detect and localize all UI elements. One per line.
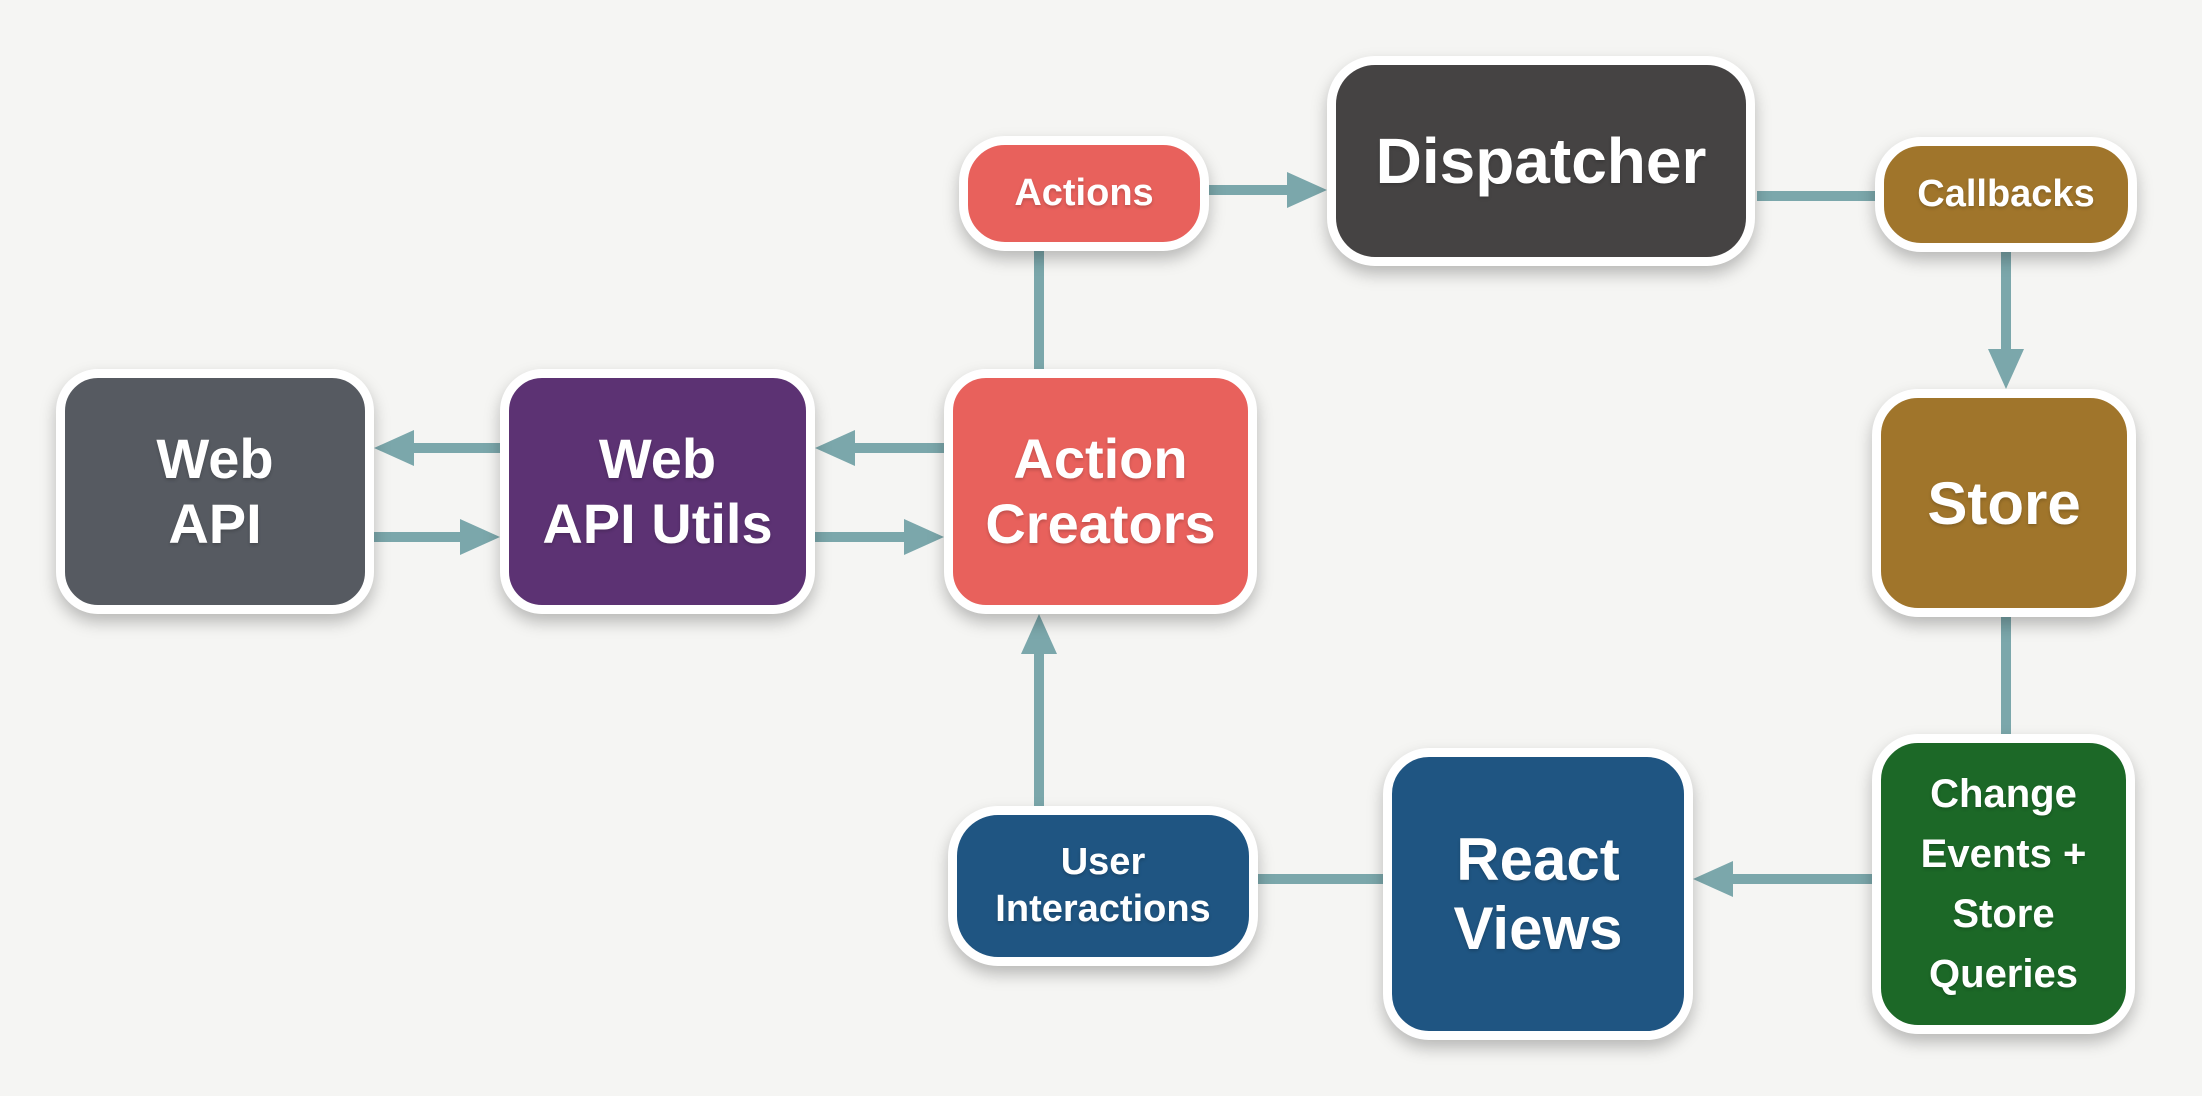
- arrowhead-up-icon: [1021, 614, 1057, 654]
- node-change-events-store-queries: Change Events + Store Queries: [1872, 734, 2135, 1034]
- edge-line: [1034, 654, 1044, 806]
- edge-line: [414, 443, 500, 453]
- node-action-creators: Action Creators: [944, 369, 1257, 614]
- edge-line: [815, 532, 904, 542]
- node-web-api-label: Web API: [156, 427, 274, 555]
- node-callbacks: Callbacks: [1875, 137, 2137, 252]
- node-react-views: React Views: [1383, 748, 1693, 1040]
- edge-line: [1733, 874, 1872, 884]
- edge-line: [1209, 185, 1287, 195]
- node-web-api-utils-label: Web API Utils: [542, 427, 773, 555]
- edge-line: [2001, 252, 2011, 349]
- node-change-events-store-queries-label: Change Events + Store Queries: [1920, 772, 2087, 996]
- edge-line: [1257, 874, 1383, 884]
- node-web-api-utils: Web API Utils: [500, 369, 815, 614]
- arrowhead-down-icon: [1988, 349, 2024, 389]
- node-user-interactions: User Interactions: [948, 806, 1258, 966]
- arrowhead-right-icon: [1287, 172, 1327, 208]
- node-web-api: Web API: [56, 369, 374, 614]
- node-store-label: Store: [1927, 469, 2081, 537]
- node-actions: Actions: [959, 136, 1209, 251]
- node-action-creators-label: Action Creators: [985, 427, 1216, 555]
- arrowhead-right-icon: [460, 519, 500, 555]
- node-store: Store: [1872, 389, 2136, 617]
- arrowhead-left-icon: [374, 430, 414, 466]
- edge-line: [1757, 191, 1875, 201]
- node-actions-label: Actions: [1014, 172, 1154, 214]
- node-user-interactions-label: User Interactions: [995, 840, 1211, 931]
- edge-line: [1034, 251, 1044, 369]
- node-dispatcher: Dispatcher: [1327, 56, 1755, 266]
- arrowhead-left-icon: [1693, 861, 1733, 897]
- node-callbacks-label: Callbacks: [1917, 173, 2095, 215]
- edge-line: [2001, 617, 2011, 734]
- arrowhead-left-icon: [815, 430, 855, 466]
- node-dispatcher-label: Dispatcher: [1375, 125, 1707, 197]
- node-react-views-label: React Views: [1453, 826, 1623, 962]
- arrowhead-right-icon: [904, 519, 944, 555]
- edge-line: [855, 443, 944, 453]
- edge-line: [374, 532, 460, 542]
